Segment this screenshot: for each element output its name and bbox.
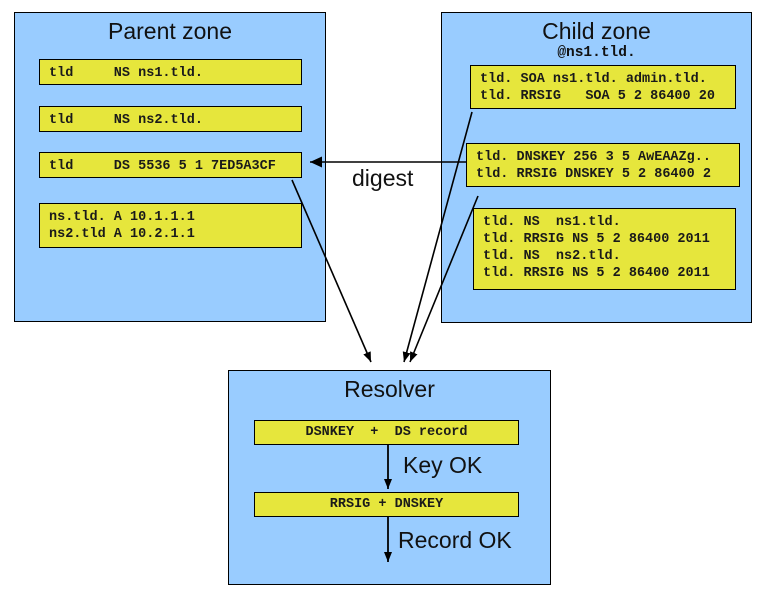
record-line: tld DS 5536 5 1 7ED5A3CF	[49, 159, 276, 174]
record-line: tld NS ns2.tld.	[49, 113, 203, 128]
child-record-ns: tld. NS ns1.tld. tld. RRSIG NS 5 2 86400…	[473, 208, 736, 290]
record-line: tld. RRSIG NS 5 2 86400 2011	[483, 266, 710, 281]
parent-record-ds: tld DS 5536 5 1 7ED5A3CF	[39, 152, 302, 178]
resolver-step-record-check: RRSIG + DNSKEY	[254, 492, 519, 517]
key-ok-label: Key OK	[403, 452, 483, 478]
record-ok-label: Record OK	[398, 527, 512, 553]
record-line: tld. RRSIG DNSKEY 5 2 86400 2	[476, 167, 711, 182]
child-zone-title: Child zone	[542, 18, 651, 44]
resolver-title: Resolver	[344, 376, 435, 402]
parent-record-ns1: tld NS ns1.tld.	[39, 59, 302, 85]
record-line: RRSIG + DNSKEY	[329, 497, 444, 512]
record-line: ns2.tld A 10.2.1.1	[49, 227, 195, 242]
child-zone-subtitle: @ns1.tld.	[557, 45, 636, 61]
resolver-panel	[228, 370, 551, 585]
child-record-soa: tld. SOA ns1.tld. admin.tld. tld. RRSIG …	[470, 65, 736, 109]
record-line: tld. SOA ns1.tld. admin.tld.	[480, 72, 707, 87]
parent-record-ns2: tld NS ns2.tld.	[39, 106, 302, 132]
record-line: tld. RRSIG NS 5 2 86400 2011	[483, 232, 710, 247]
record-line: tld. RRSIG SOA 5 2 86400 20	[480, 89, 715, 104]
record-line: tld. DNSKEY 256 3 5 AwEAAZg..	[476, 150, 711, 165]
digest-label: digest	[352, 165, 414, 191]
record-line: ns.tld. A 10.1.1.1	[49, 210, 195, 225]
record-line: tld. NS ns1.tld.	[483, 215, 621, 230]
parent-zone-title: Parent zone	[107, 18, 233, 44]
parent-record-glue: ns.tld. A 10.1.1.1 ns2.tld A 10.2.1.1	[39, 203, 302, 248]
record-line: DSNKEY + DS record	[305, 425, 468, 440]
child-record-dnskey: tld. DNSKEY 256 3 5 AwEAAZg.. tld. RRSIG…	[466, 143, 740, 187]
record-line: tld. NS ns2.tld.	[483, 249, 621, 264]
resolver-step-key-check: DSNKEY + DS record	[254, 420, 519, 445]
record-line: tld NS ns1.tld.	[49, 66, 203, 81]
